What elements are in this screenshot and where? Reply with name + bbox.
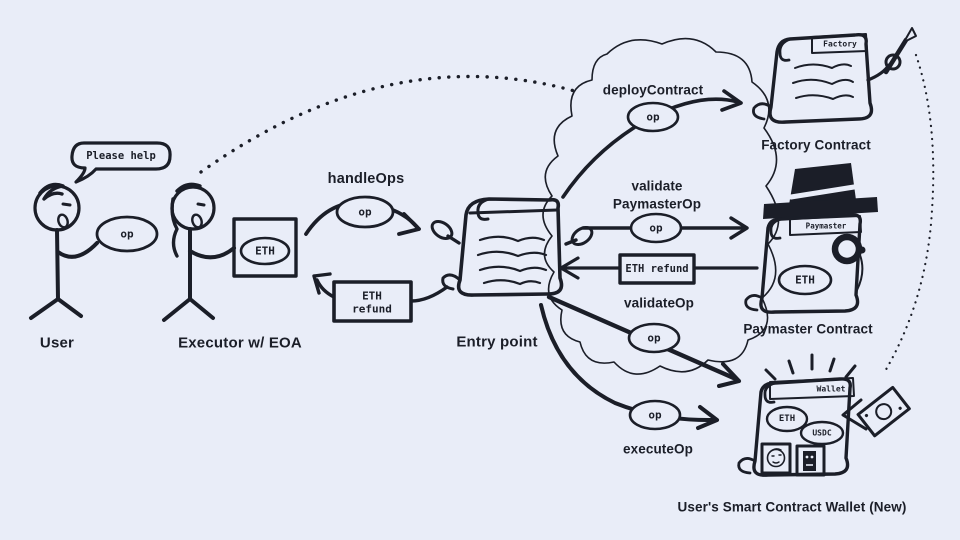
validate-paymaster-label-1: validate (631, 178, 683, 194)
deploycontract-arrow (561, 89, 743, 199)
eoa-eth-box (232, 217, 298, 278)
banknote-icon (841, 385, 911, 438)
executor-figure (162, 182, 236, 322)
entry-point-scroll (430, 197, 594, 297)
paymaster-contract-label: Paymaster Contract (743, 321, 873, 337)
eoa-eth-text: ETH (255, 244, 275, 258)
executeop-op-text: op (648, 408, 662, 422)
validate-paymaster-op-text: op (649, 221, 663, 235)
eth-refund-out-line1: ETH (362, 289, 382, 303)
deploycontract-label: deployContract (602, 82, 704, 98)
validate-paymaster-label-2: PaymasterOp (612, 196, 702, 212)
executor-label: Executor w/ EOA (178, 334, 302, 352)
wallet-usdc-text: USDC (812, 428, 832, 438)
smart-wallet-scroll (737, 353, 911, 477)
nft-face-icon (760, 442, 792, 475)
validateop-arrow (546, 294, 741, 388)
eth-refund-in-arrow (559, 253, 759, 285)
paymaster-contract-scroll (744, 163, 878, 314)
paymaster-eth-text: ETH (795, 273, 815, 287)
paymaster-tab-text: Paymaster (805, 221, 847, 231)
factory-contract-scroll (752, 27, 917, 124)
user-label: User (39, 334, 75, 352)
user-op-text: op (120, 227, 134, 241)
validateop-op-text: op (647, 331, 661, 345)
executeop-label: executeOp (623, 441, 693, 457)
cloud-outline (542, 37, 780, 375)
monocle-icon (831, 233, 863, 265)
wallet-tab-text: Wallet (816, 384, 846, 394)
deploycontract-op-text: op (646, 110, 660, 124)
nft-figure-icon (795, 444, 826, 477)
factory-tab-text: Factory (823, 39, 857, 49)
dotted-create-line (882, 53, 935, 375)
top-hat-icon (789, 163, 856, 205)
handleops-label: handleOps (327, 171, 405, 187)
executeop-arrow (539, 303, 719, 431)
wallet-eth-text: ETH (778, 414, 796, 424)
speech-text: Please help (86, 150, 156, 162)
eth-refund-in-text: ETH refund (625, 263, 689, 275)
speech-bubble (70, 141, 172, 184)
sparkle-new-icon (764, 353, 857, 381)
pencil-icon (883, 37, 909, 75)
validateop-label: validateOp (623, 295, 695, 311)
handleops-arrow (304, 195, 421, 236)
validate-paymaster-arrow (581, 212, 749, 244)
entry-point-label: Entry point (456, 333, 538, 351)
dotted-submit-arc (199, 74, 580, 174)
smart-wallet-label: User's Smart Contract Wallet (New) (677, 499, 907, 515)
user-op-bubble (95, 215, 159, 253)
factory-contract-label: Factory Contract (761, 137, 871, 153)
user-figure (29, 182, 99, 320)
eth-refund-out-line2: refund (352, 302, 392, 316)
eth-refund-out-arrow (312, 272, 449, 323)
handleops-op-text: op (358, 205, 372, 219)
